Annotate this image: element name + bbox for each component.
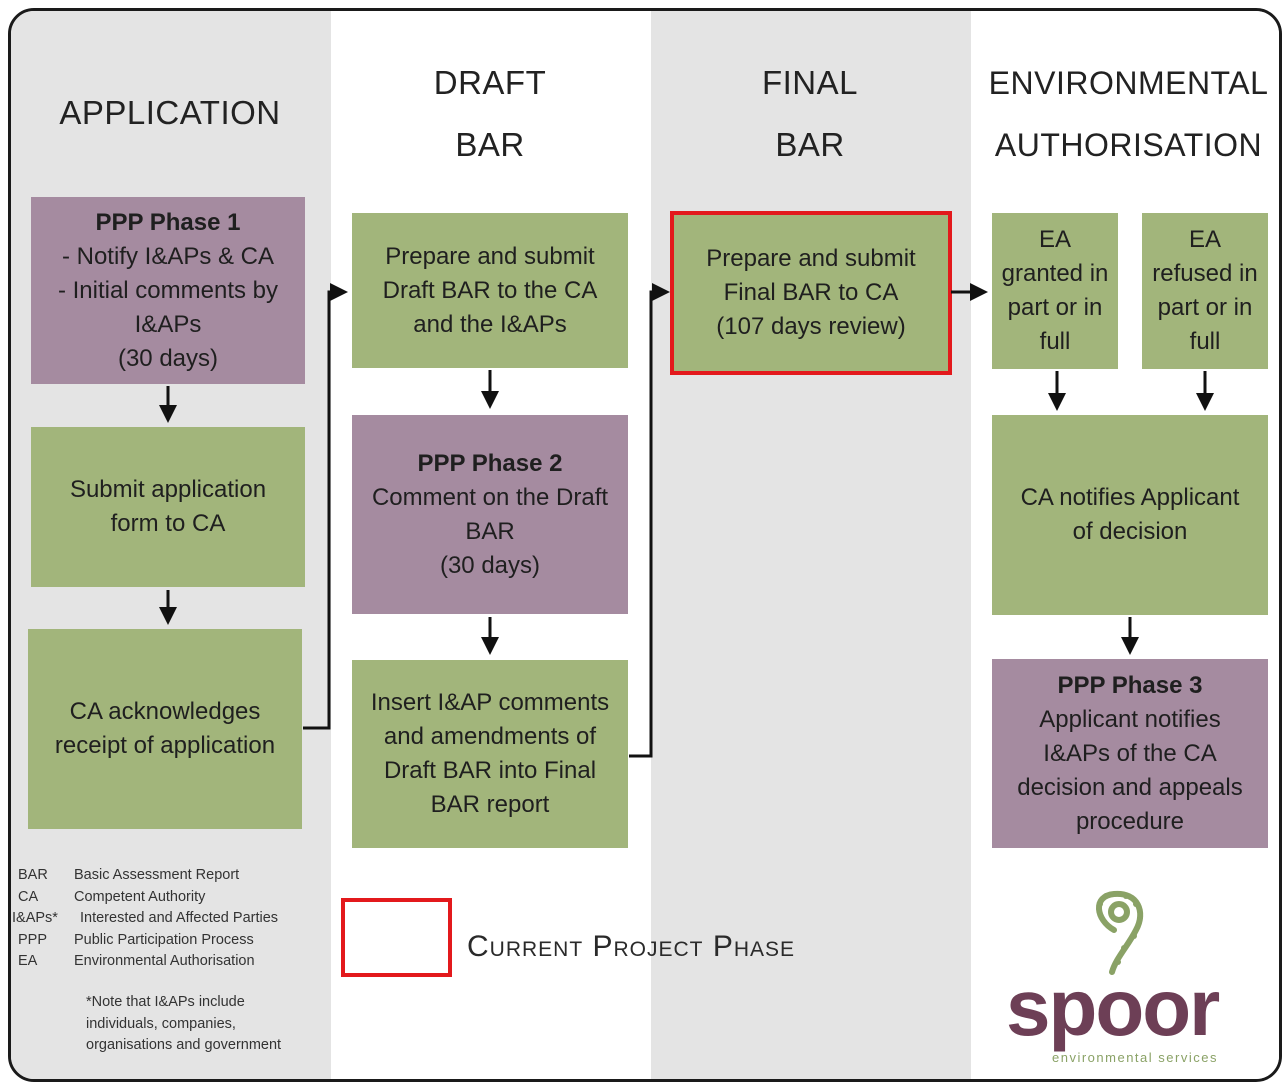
prepare-final-line: (107 days review) bbox=[716, 313, 906, 340]
header-environmental-authorisation: ENVIRONMENTAL AUTHORISATION bbox=[970, 52, 1287, 176]
legend-note-line: *Note that I&APs include bbox=[86, 994, 245, 1010]
ca-acknowledges-line: receipt of application bbox=[54, 732, 276, 759]
legend-meaning: Environmental Authorisation bbox=[74, 953, 255, 969]
spoor-logo-icon bbox=[1096, 890, 1144, 975]
legend-meaning: Interested and Affected Parties bbox=[80, 910, 279, 926]
legend-row: BAR Basic Assessment Report bbox=[18, 865, 278, 887]
header-draft-bar: DRAFT BAR bbox=[330, 52, 650, 176]
ppp-phase-1-line: I&APs bbox=[134, 310, 202, 338]
legend-note: *Note that I&APs include individuals, co… bbox=[86, 992, 326, 1057]
box-ea-granted: EA granted in part or in full bbox=[992, 213, 1118, 369]
logo-tagline: environmental services bbox=[1052, 1050, 1218, 1065]
prepare-draft-line: Draft BAR to the CA bbox=[382, 276, 598, 304]
ppp-phase-3-title: PPP Phase 3 bbox=[1057, 671, 1203, 699]
legend-abbr: BAR bbox=[18, 867, 48, 883]
ppp-phase-1-title: PPP Phase 1 bbox=[95, 208, 241, 236]
ea-refused-line: EA bbox=[1188, 226, 1221, 253]
ppp-phase-1-line: - Initial comments by bbox=[57, 276, 279, 304]
ca-notifies-line: of decision bbox=[1072, 518, 1188, 545]
legend-meaning: Competent Authority bbox=[74, 888, 206, 905]
prepare-draft-line: and the I&APs bbox=[413, 310, 567, 338]
current-phase-key-box bbox=[341, 898, 452, 977]
ea-granted-line: part or in bbox=[1007, 294, 1103, 321]
ea-refused-line: refused in bbox=[1152, 260, 1258, 287]
prepare-draft-line: Prepare and submit bbox=[385, 242, 595, 270]
box-ca-notifies: CA notifies Applicant of decision bbox=[992, 415, 1268, 615]
arrow-insert-to-final bbox=[629, 283, 670, 758]
legend-row: PPP Public Participation Process bbox=[18, 930, 278, 952]
legend-meaning: Basic Assessment Report bbox=[74, 867, 240, 883]
legend: BAR Basic Assessment Report CA Competent… bbox=[12, 865, 279, 973]
legend-row: I&APs* Interested and Affected Parties bbox=[12, 908, 279, 930]
header-ea-line1: ENVIRONMENTAL bbox=[988, 65, 1269, 101]
insert-comments-line: Insert I&AP comments bbox=[370, 689, 610, 716]
box-ppp-phase-2: PPP Phase 2 Comment on the Draft BAR (30… bbox=[352, 415, 628, 614]
ppp-phase-2-line: (30 days) bbox=[439, 551, 541, 579]
ppp-phase-3-line: Applicant notifies bbox=[1039, 705, 1221, 733]
box-ppp-phase-1: PPP Phase 1 - Notify I&APs & CA - Initia… bbox=[31, 197, 305, 384]
box-ca-acknowledges: CA acknowledges receipt of application bbox=[28, 629, 302, 829]
insert-comments-line: BAR report bbox=[430, 791, 550, 818]
ea-granted-line: EA bbox=[1038, 226, 1071, 253]
header-ea-line2: AUTHORISATION bbox=[994, 127, 1263, 163]
legend-row: EA Environmental Authorisation bbox=[18, 951, 278, 973]
box-insert-comments: Insert I&AP comments and amendments of D… bbox=[352, 660, 628, 848]
box-prepare-final-bar: Prepare and submit Final BAR to CA (107 … bbox=[670, 211, 952, 375]
prepare-final-line: Final BAR to CA bbox=[723, 279, 899, 306]
current-phase-key-label: Current Project Phase bbox=[467, 930, 796, 963]
header-draft-line1: DRAFT bbox=[433, 64, 547, 101]
box-ppp-phase-3: PPP Phase 3 Applicant notifies I&APs of … bbox=[992, 659, 1268, 848]
insert-comments-line: Draft BAR into Final bbox=[383, 757, 597, 784]
legend-note-line: individuals, companies, bbox=[86, 1015, 236, 1032]
ea-granted-line: granted in bbox=[1001, 260, 1109, 287]
box-submit-application: Submit application form to CA bbox=[31, 427, 305, 587]
ea-refused-line: part or in bbox=[1157, 294, 1253, 321]
submit-application-line: Submit application bbox=[69, 476, 267, 503]
box-ea-refused: EA refused in part or in full bbox=[1142, 213, 1268, 369]
header-final-line2: BAR bbox=[775, 126, 845, 163]
ppp-phase-1-line: (30 days) bbox=[117, 344, 219, 372]
ppp-phase-2-line: BAR bbox=[465, 517, 515, 545]
ppp-phase-2-line: Comment on the Draft bbox=[371, 483, 609, 511]
ppp-phase-3-line: I&APs of the CA bbox=[1043, 739, 1217, 767]
header-application: APPLICATION bbox=[20, 82, 320, 144]
ea-refused-line: full bbox=[1189, 328, 1221, 355]
legend-row: CA Competent Authority bbox=[18, 887, 278, 909]
legend-meaning: Public Participation Process bbox=[74, 931, 254, 948]
box-prepare-draft-bar: Prepare and submit Draft BAR to the CA a… bbox=[352, 213, 628, 368]
legend-abbr: EA bbox=[18, 953, 38, 969]
header-final-bar: FINAL BAR bbox=[650, 52, 970, 176]
submit-application-line: form to CA bbox=[110, 510, 226, 537]
ppp-phase-1-line: - Notify I&APs & CA bbox=[61, 242, 275, 270]
column-final-bg bbox=[651, 11, 971, 1079]
ca-notifies-line: CA notifies Applicant bbox=[1020, 484, 1240, 511]
arrow-acknowledge-to-draft bbox=[303, 283, 348, 730]
legend-abbr: I&APs* bbox=[12, 910, 58, 926]
logo-wordmark: spoor bbox=[1006, 963, 1220, 1052]
insert-comments-line: and amendments of bbox=[383, 723, 597, 750]
header-application-line1: APPLICATION bbox=[59, 94, 281, 131]
header-final-line1: FINAL bbox=[761, 64, 859, 101]
prepare-final-line: Prepare and submit bbox=[706, 245, 916, 272]
legend-abbr: CA bbox=[18, 888, 39, 905]
legend-note-line: organisations and government bbox=[86, 1037, 282, 1053]
ca-acknowledges-line: CA acknowledges bbox=[69, 698, 261, 725]
ppp-phase-3-line: procedure bbox=[1075, 807, 1185, 835]
ppp-phase-3-line: decision and appeals bbox=[1017, 773, 1243, 801]
ppp-phase-2-title: PPP Phase 2 bbox=[417, 449, 563, 477]
ea-granted-line: full bbox=[1039, 328, 1071, 355]
header-draft-line2: BAR bbox=[455, 126, 525, 163]
legend-abbr: PPP bbox=[18, 931, 48, 948]
